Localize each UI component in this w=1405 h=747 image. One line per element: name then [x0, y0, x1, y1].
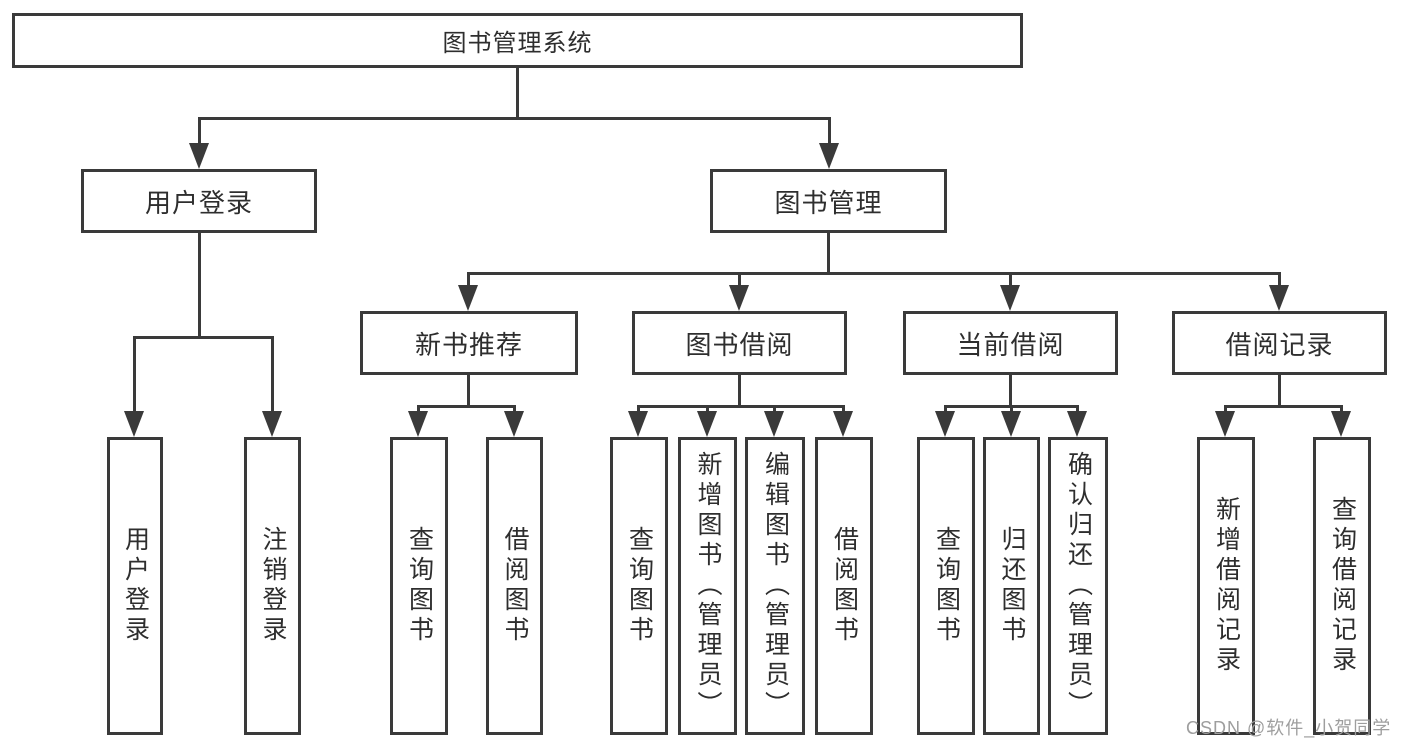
connector-line [133, 336, 274, 339]
arrow-down-icon [729, 285, 749, 311]
leaf-current-query-books-label: 查询图书 [932, 526, 961, 646]
node-borrow-records: 借阅记录 [1172, 311, 1387, 375]
connector-line [827, 233, 830, 275]
arrow-down-icon [819, 143, 839, 169]
node-user-login-label: 用户登录 [144, 187, 253, 218]
leaf-borrow-books-label: 借阅图书 [830, 526, 859, 646]
arrow-down-icon [504, 411, 524, 437]
leaf-confirm-return-admin-label: 确认归还（管理员） [1064, 451, 1093, 721]
leaf-user-login-label: 用户登录 [121, 526, 150, 646]
node-root-label: 图书管理系统 [442, 30, 593, 57]
connector-line [637, 405, 640, 415]
leaf-add-borrow-record-label: 新增借阅记录 [1212, 496, 1241, 676]
node-book-management-label: 图书管理 [774, 187, 883, 218]
arrow-down-icon [1331, 411, 1351, 437]
connector-line [1278, 375, 1281, 408]
arrow-down-icon [189, 143, 209, 169]
node-borrow-records-label: 借阅记录 [1225, 329, 1334, 360]
arrow-down-icon [1215, 411, 1235, 437]
connector-line [738, 375, 741, 408]
arrow-down-icon [1269, 285, 1289, 311]
connector-line [467, 272, 1281, 275]
leaf-add-borrow-record: 新增借阅记录 [1197, 437, 1255, 735]
leaf-add-books-admin-label: 新增图书（管理员） [694, 451, 722, 721]
node-current-borrow: 当前借阅 [903, 311, 1118, 375]
connector-line [828, 117, 831, 145]
arrow-down-icon [408, 411, 428, 437]
arrow-down-icon [1067, 411, 1087, 437]
connector-line [1278, 272, 1281, 288]
connector-line [417, 405, 516, 408]
arrow-down-icon [628, 411, 648, 437]
connector-line [842, 405, 845, 415]
connector-line [271, 336, 274, 412]
node-new-book-recommend-label: 新书推荐 [414, 329, 523, 360]
arrow-down-icon [1001, 411, 1021, 437]
connector-line [198, 117, 201, 145]
arrow-down-icon [764, 411, 784, 437]
node-current-borrow-label: 当前借阅 [956, 329, 1065, 360]
leaf-recommend-query-books-label: 查询图书 [405, 526, 434, 646]
leaf-recommend-borrow-books-label: 借阅图书 [501, 526, 529, 646]
arrow-down-icon [697, 411, 717, 437]
leaf-recommend-borrow-books: 借阅图书 [486, 437, 543, 735]
leaf-query-borrow-record-label: 查询借阅记录 [1328, 496, 1357, 676]
connector-line [738, 272, 741, 288]
connector-line [944, 405, 947, 415]
node-book-borrow: 图书借阅 [632, 311, 847, 375]
arrow-down-icon [833, 411, 853, 437]
connector-line [706, 405, 709, 415]
leaf-user-login: 用户登录 [107, 437, 163, 735]
node-new-book-recommend: 新书推荐 [360, 311, 578, 375]
leaf-logout-label: 注销登录 [259, 526, 287, 646]
node-user-login: 用户登录 [81, 169, 317, 233]
arrow-down-icon [124, 411, 144, 437]
connector-line [467, 272, 470, 288]
leaf-recommend-query-books: 查询图书 [390, 437, 448, 735]
leaf-edit-books-admin: 编辑图书（管理员） [745, 437, 805, 735]
connector-line [637, 405, 845, 408]
connector-line [1009, 272, 1012, 288]
connector-line [467, 375, 470, 408]
connector-line [1009, 375, 1012, 408]
node-book-management: 图书管理 [710, 169, 947, 233]
leaf-edit-books-admin-label: 编辑图书（管理员） [761, 451, 790, 721]
leaf-borrow-query-books-label: 查询图书 [625, 526, 654, 646]
node-book-borrow-label: 图书借阅 [685, 329, 794, 360]
connector-line [1224, 405, 1227, 415]
leaf-confirm-return-admin: 确认归还（管理员） [1048, 437, 1108, 735]
connector-line [1010, 405, 1013, 415]
leaf-current-query-books: 查询图书 [917, 437, 975, 735]
leaf-logout: 注销登录 [244, 437, 301, 735]
connector-line [133, 336, 136, 412]
leaf-return-books-label: 归还图书 [998, 526, 1026, 646]
connector-line [513, 405, 516, 415]
leaf-borrow-books: 借阅图书 [815, 437, 873, 735]
connector-line [198, 233, 201, 339]
watermark: CSDN @软件_小贺同学 [1186, 718, 1392, 738]
node-root: 图书管理系统 [12, 13, 1023, 68]
leaf-borrow-query-books: 查询图书 [610, 437, 668, 735]
connector-line [198, 117, 831, 120]
leaf-query-borrow-record: 查询借阅记录 [1313, 437, 1371, 735]
connector-line [773, 405, 776, 415]
leaf-return-books: 归还图书 [983, 437, 1040, 735]
connector-line [516, 68, 519, 120]
arrow-down-icon [935, 411, 955, 437]
connector-line [1224, 405, 1343, 408]
arrow-down-icon [262, 411, 282, 437]
connector-line [417, 405, 420, 415]
leaf-add-books-admin: 新增图书（管理员） [678, 437, 737, 735]
arrow-down-icon [458, 285, 478, 311]
connector-line [1340, 405, 1343, 415]
connector-line [1076, 405, 1079, 415]
arrow-down-icon [1000, 285, 1020, 311]
